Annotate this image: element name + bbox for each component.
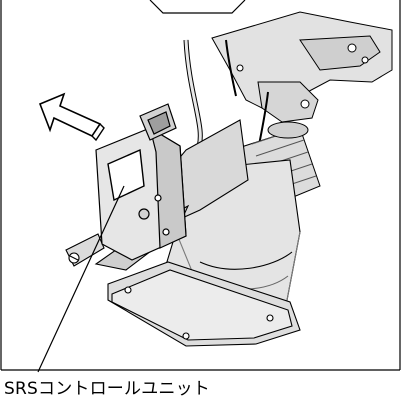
- arrow-icon: [38, 92, 105, 142]
- diagram-frame: [0, 0, 401, 371]
- mounting-flange: [107, 261, 301, 347]
- steering-column-upper: [211, 11, 393, 123]
- callout-label-srs-control-unit: SRSコントロールユニット: [4, 379, 210, 399]
- srs-control-unit: [95, 103, 187, 261]
- callout-leader-line: [37, 185, 125, 373]
